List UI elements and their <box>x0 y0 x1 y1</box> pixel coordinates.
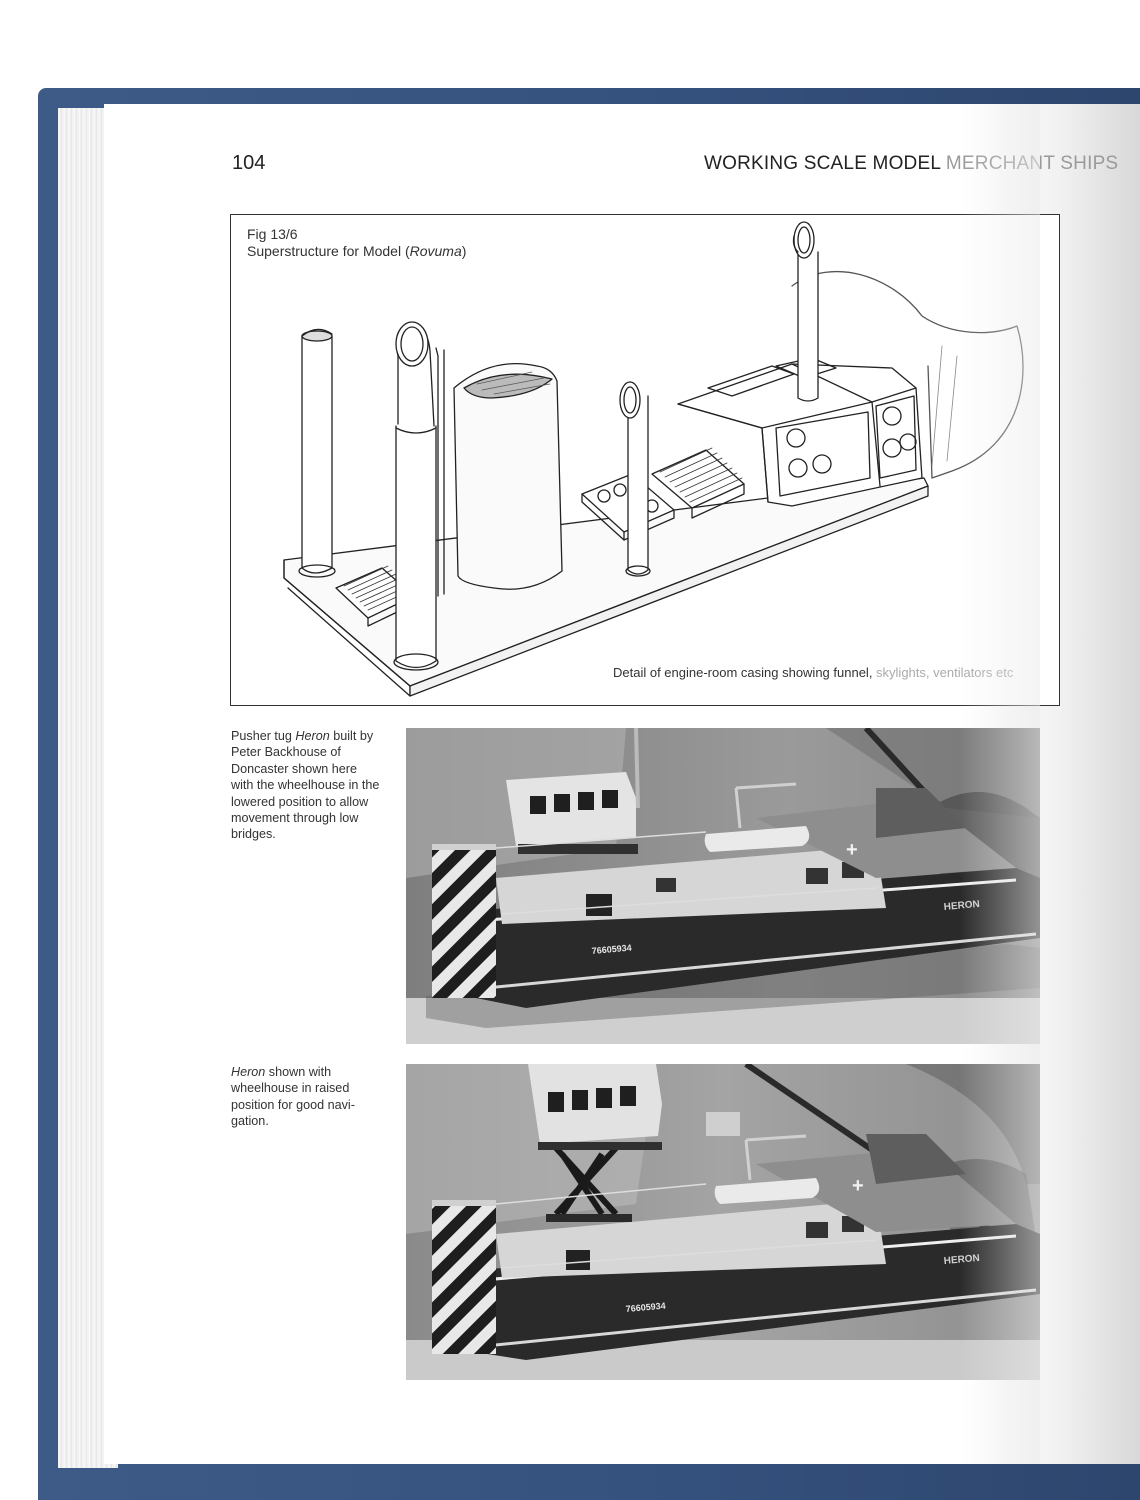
svg-text:+: + <box>852 1175 864 1197</box>
photo-caption-2: Heron shown with wheelhouse in raised po… <box>231 1064 381 1130</box>
running-head: WORKING SCALE MODEL MERCHANT SHIPS <box>704 153 1118 175</box>
photo-caption-2-italic: Heron <box>231 1065 266 1079</box>
figure-inner-caption-text: Detail of engine-room casing showing fun… <box>613 665 877 680</box>
photo-caption-1: Pusher tug Heron built by Peter Backhous… <box>231 728 381 843</box>
photo-caption-1-text: built by Peter Backhouse of Doncaster sh… <box>231 729 380 842</box>
figure-title-prefix: Superstructure for Model ( <box>247 243 410 259</box>
figure-label: Fig 13/6 <box>247 226 298 242</box>
figure-inner-caption: Detail of engine-room casing showing fun… <box>613 665 1013 680</box>
photo-2-hull-number: 76605934 <box>625 1301 666 1314</box>
photo-1-hull-number: 76605934 <box>591 943 632 956</box>
photo-tug-lowered-wheelhouse: + 76605934 HERON <box>406 728 1040 1044</box>
svg-text:+: + <box>846 839 858 861</box>
superstructure-line-drawing <box>283 221 1024 697</box>
photo-caption-2-text: shown with wheelhouse in raised position… <box>231 1065 355 1129</box>
photo-caption-1-italic: Heron <box>295 729 330 743</box>
running-head-faded: MERCHANT SHIPS <box>945 153 1119 174</box>
page-number: 104 <box>232 152 266 174</box>
figure-inner-caption-faded: skylights, ventilators etc <box>876 665 1014 680</box>
figure-title: Superstructure for Model (Rovuma) <box>247 243 466 259</box>
figure-title-suffix: ) <box>461 243 467 259</box>
photo-tug-raised-wheelhouse: + 76605934 HERON <box>406 1064 1040 1380</box>
running-head-text: WORKING SCALE MODEL <box>704 153 946 174</box>
photo-caption-1-prefix: Pusher tug <box>231 729 296 743</box>
figure-title-italic: Rovuma <box>409 243 462 259</box>
